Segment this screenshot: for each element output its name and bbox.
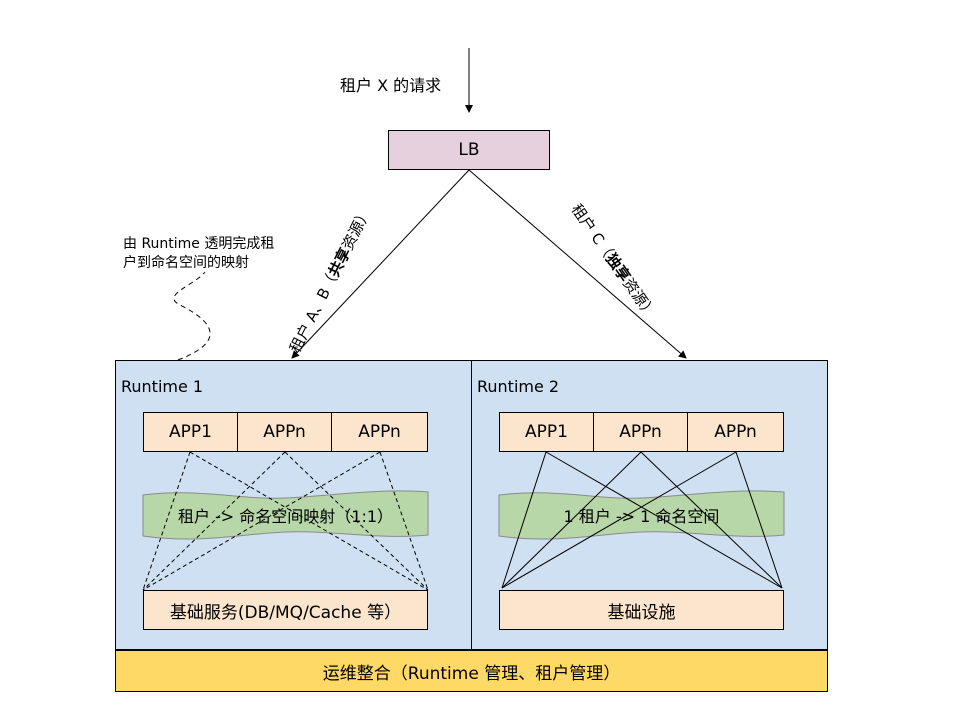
base-services-label: 基础服务(DB/MQ/Cache 等） [169,602,402,623]
app-label: APP1 [169,422,212,442]
runtime-2-app-3[interactable]: APPn [687,412,784,452]
lb-label: LB [458,140,480,160]
app-label: APP1 [525,422,568,442]
runtime-2-app-1[interactable]: APP1 [499,412,594,452]
runtime-1-connections [142,451,429,591]
note-connector [173,271,211,361]
app-label: APPn [714,422,757,442]
lb-box[interactable]: LB [388,130,550,170]
app-label: APPn [358,422,401,442]
note-line-1: 由 Runtime 透明完成租 [123,236,275,252]
app-label: APPn [619,422,662,442]
request-label: 租户 X 的请求 [340,76,442,95]
route-arrow-dedicated [468,169,687,359]
app-label: APPn [263,422,306,442]
ops-label: 运维整合（Runtime 管理、租户管理） [322,663,621,684]
route-arrow-shared [291,169,470,359]
runtime-1-mapping-band [142,490,429,540]
note-line-2: 户到命名空间的映射 [123,255,249,271]
runtime-2-connections [501,451,783,589]
runtime-1-title: Runtime 1 [121,377,204,396]
runtime-1-app-1[interactable]: APP1 [143,412,238,452]
runtime-1-base-services[interactable]: 基础服务(DB/MQ/Cache 等） [143,590,428,630]
runtime-1-app-3[interactable]: APPn [331,412,428,452]
ops-integration-bar[interactable]: 运维整合（Runtime 管理、租户管理） [115,650,828,692]
base-infra-label: 基础设施 [607,602,676,623]
runtime-2-title: Runtime 2 [477,377,560,396]
runtime-1-app-2[interactable]: APPn [237,412,332,452]
runtime-1-mapping-label: 租户 -> 命名空间映射（1:1） [177,507,394,526]
runtime-2-mapping-band [498,490,785,540]
runtime-2-app-2[interactable]: APPn [593,412,688,452]
runtime-2-base-infra[interactable]: 基础设施 [499,590,784,630]
runtime-2-mapping-label: 1 租户 -> 1 命名空间 [563,507,720,526]
